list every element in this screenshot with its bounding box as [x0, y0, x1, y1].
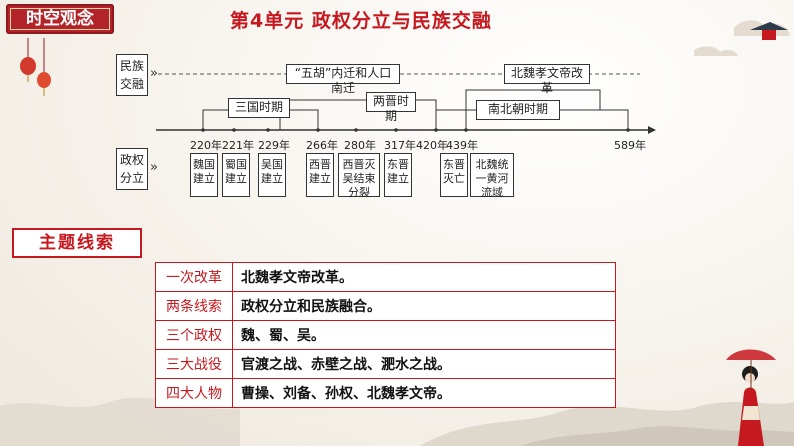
row-content: 北魏孝文帝改革。 [232, 262, 616, 292]
year-221: 221年 [222, 139, 254, 152]
year-266: 266年 [306, 139, 338, 152]
state-event-northern-wei: 北魏统一黄河流域 [470, 153, 514, 199]
ink-mountain-decoration [0, 397, 794, 446]
year-589: 589年 [614, 139, 646, 152]
table-row: 三大战役 官渡之战、赤壁之战、淝水之战。 [155, 349, 616, 379]
page-title: 第4单元 政权分立与民族交融 [230, 10, 492, 32]
row-label-political-text: 政权分立 [119, 153, 144, 185]
year-420: 420年 [416, 139, 448, 152]
row-content: 政权分立和民族融合。 [232, 291, 616, 321]
row-label-ethnic: 民族交融 [116, 54, 148, 96]
row-content: 魏、蜀、吴。 [232, 320, 616, 350]
theme-heading: 主题线索 [12, 228, 142, 258]
period-southern-northern: 南北朝时期 [476, 100, 560, 120]
table-row: 四大人物 曹操、刘备、孙权、北魏孝文帝。 [155, 378, 616, 408]
table-row: 三个政权 魏、蜀、吴。 [155, 320, 616, 350]
state-event-shu: 蜀国建立 [222, 153, 250, 197]
state-event-eastern-jin-fall: 东晋灭亡 [440, 153, 468, 197]
period-three-kingdoms: 三国时期 [228, 98, 290, 118]
year-280: 280年 [344, 139, 376, 152]
year-439: 439年 [446, 139, 478, 152]
chevron-right-icon: » [150, 66, 158, 81]
state-event-eastern-jin: 东晋建立 [384, 153, 412, 197]
state-event-wei: 魏国建立 [190, 153, 218, 197]
year-229: 229年 [258, 139, 290, 152]
section-badge-label: 时空观念 [10, 8, 110, 30]
state-event-wu: 吴国建立 [258, 153, 286, 197]
year-220: 220年 [190, 139, 222, 152]
row-label-political: 政权分立 [116, 148, 148, 190]
period-western-jin: 两晋时期 [366, 92, 416, 123]
section-badge: 时空观念 [6, 4, 114, 34]
row-content: 曹操、刘备、孙权、北魏孝文帝。 [232, 378, 616, 408]
table-row: 两条线索 政权分立和民族融合。 [155, 291, 616, 321]
event-reform: 北魏孝文帝改革 [504, 64, 590, 95]
chevron-right-icon: » [150, 160, 158, 175]
theme-heading-text: 主题线索 [39, 233, 115, 253]
event-migration: “五胡”内迁和人口南迁 [286, 64, 400, 95]
cloud-corner-decoration [694, 20, 790, 56]
summary-table: 一次改革 北魏孝文帝改革。 两条线索 政权分立和民族融合。 三个政权 魏、蜀、吴… [155, 262, 616, 408]
row-label-ethnic-text: 民族交融 [119, 59, 144, 91]
year-317: 317年 [384, 139, 416, 152]
ink-girl-figure [726, 349, 776, 446]
row-label: 三大战役 [155, 349, 233, 379]
row-label: 两条线索 [155, 291, 233, 321]
row-label: 一次改革 [155, 262, 233, 292]
row-label: 四大人物 [155, 378, 233, 408]
lantern-icon [20, 38, 51, 96]
state-event-western-jin: 西晋建立 [306, 153, 334, 197]
row-label: 三个政权 [155, 320, 233, 350]
row-content: 官渡之战、赤壁之战、淝水之战。 [232, 349, 616, 379]
table-row: 一次改革 北魏孝文帝改革。 [155, 262, 616, 292]
state-event-split: 西晋灭吴结束分裂 [338, 153, 380, 199]
